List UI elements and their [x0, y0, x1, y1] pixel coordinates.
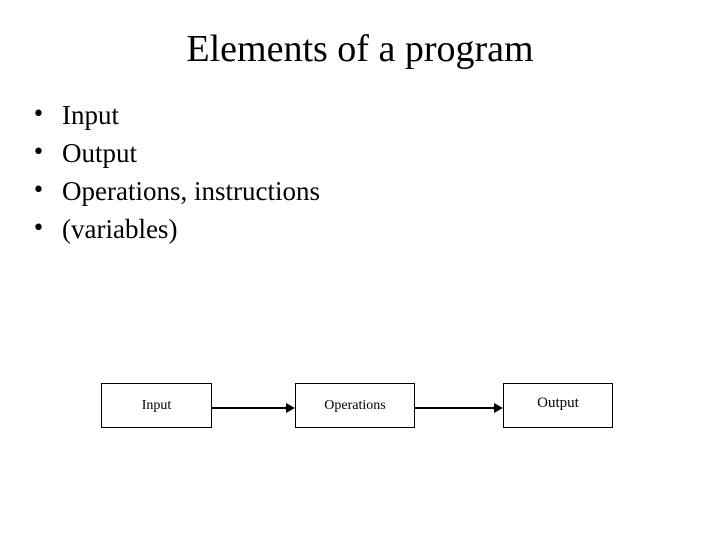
flow-arrow-input-to-operations	[212, 402, 295, 414]
flow-box-input: Input	[101, 383, 212, 428]
list-item: • Operations, instructions	[14, 172, 654, 210]
flow-box-operations-label: Operations	[324, 397, 386, 413]
list-item-label: Output	[62, 138, 138, 168]
list-item: • (variables)	[14, 210, 654, 248]
bullet-icon: •	[32, 102, 45, 127]
bullet-list: • Input • Output • Operations, instructi…	[14, 96, 654, 248]
flow-arrow-operations-to-output	[415, 402, 503, 414]
flow-box-operations: Operations	[295, 383, 415, 428]
list-item-label: Input	[62, 100, 119, 130]
arrow-shaft	[415, 407, 495, 409]
flow-box-output: Output	[503, 383, 613, 428]
list-item-label: Operations, instructions	[62, 176, 320, 206]
list-item: • Input	[14, 96, 654, 134]
arrow-shaft	[212, 407, 287, 409]
flow-box-output-label: Output	[537, 395, 579, 411]
list-item-label: (variables)	[62, 214, 178, 244]
flow-box-input-label: Input	[141, 397, 172, 413]
page-title: Elements of a program	[186, 28, 534, 70]
arrow-head-icon	[494, 403, 503, 413]
bullet-icon: •	[32, 140, 45, 165]
list-item: • Output	[14, 134, 654, 172]
bullet-icon: •	[32, 178, 45, 203]
bullet-icon: •	[32, 216, 45, 241]
arrow-head-icon	[286, 403, 295, 413]
